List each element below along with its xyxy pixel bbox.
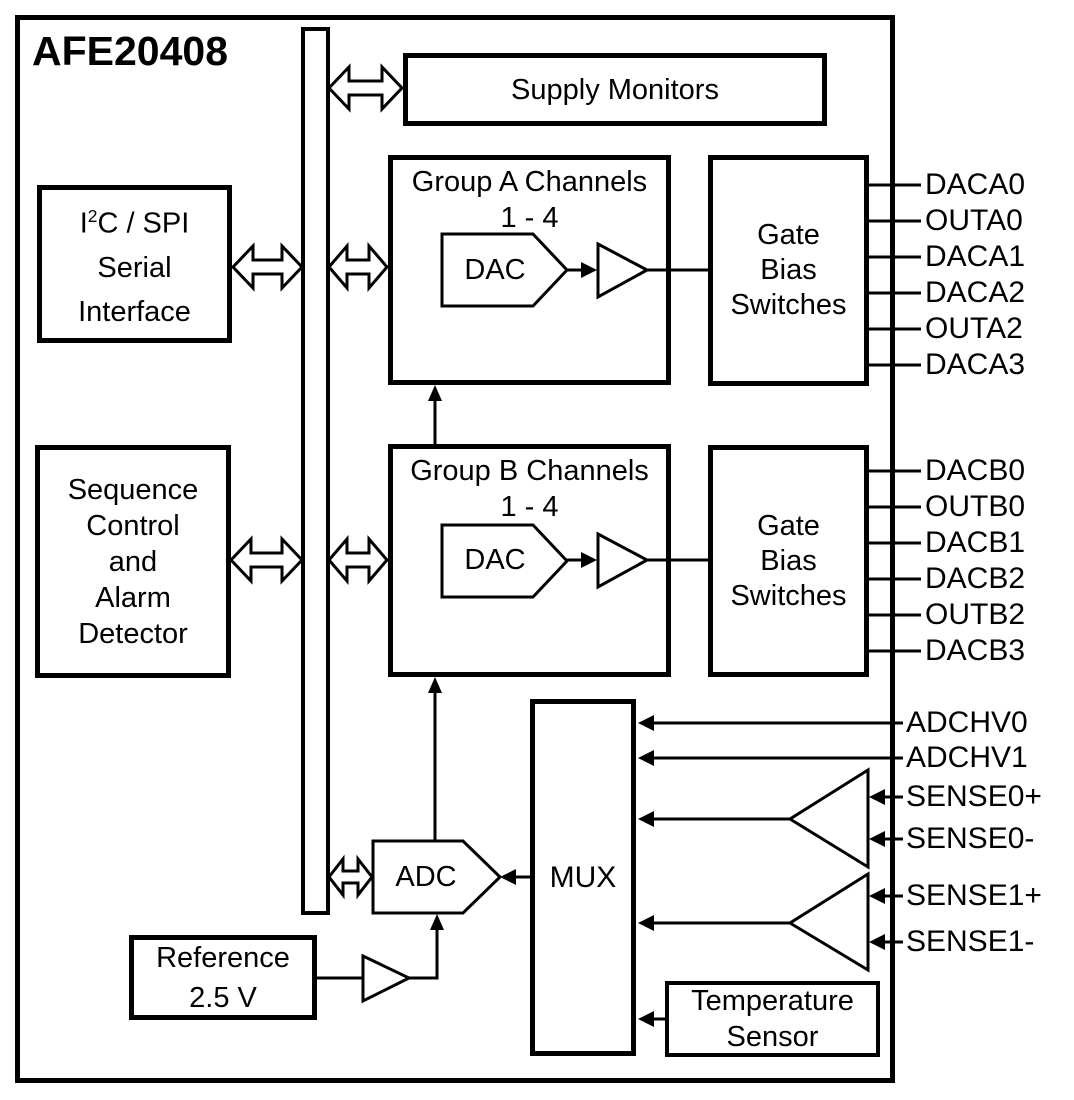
temperature-line2: Sensor (726, 1021, 819, 1053)
pin-label-daca1: DACA1 (925, 240, 1026, 273)
gate-bias-b-line1: Gate (757, 509, 820, 542)
pin-label-outb2: OUTB2 (925, 598, 1026, 631)
sequence-line1: Sequence (67, 473, 199, 506)
serial-interface-line1: I2C / SPI (79, 206, 190, 240)
pin-label-outa0: OUTA0 (925, 204, 1023, 237)
gate-bias-a-line3: Switches (730, 289, 847, 321)
dac-a-label: DAC (464, 254, 526, 286)
pin-label-daca2: DACA2 (925, 276, 1026, 309)
gate-bias-b-line2: Bias (760, 544, 817, 577)
chip-outline (15, 15, 895, 1083)
pin-label-daca3: DACA3 (925, 348, 1026, 381)
pin-label-adchv0: ADCHV0 (906, 706, 1028, 739)
group-a-range: 1 - 4 (500, 202, 559, 234)
reference-line1: Reference (156, 941, 290, 974)
block-gate-bias-a: Gate Bias Switches (708, 155, 869, 386)
block-reference: Reference 2.5 V (129, 935, 317, 1020)
sequence-line4: Alarm (95, 581, 171, 614)
pin-label-adchv1: ADCHV1 (906, 741, 1028, 774)
sequence-line5: Detector (78, 617, 188, 650)
pin-label-outa2: OUTA2 (925, 312, 1023, 345)
pin-label-sense1-minus: SENSE1- (906, 925, 1035, 958)
sequence-line2: Control (86, 509, 180, 542)
pin-label-daca0: DACA0 (925, 168, 1026, 201)
pin-label-sense0-plus: SENSE0+ (906, 780, 1042, 813)
pin-label-sense0-minus: SENSE0- (906, 822, 1035, 855)
block-supply-monitors: Supply Monitors (403, 53, 827, 126)
block-serial-interface: I2C / SPI Serial Interface (37, 185, 232, 343)
block-mux: MUX (530, 699, 636, 1056)
supply-monitors-label: Supply Monitors (511, 73, 719, 106)
pin-label-dacb2: DACB2 (925, 562, 1026, 595)
mux-label: MUX (549, 860, 617, 894)
group-b-range: 1 - 4 (500, 491, 559, 523)
pin-label-dacb3: DACB3 (925, 634, 1026, 667)
sequence-line3: and (108, 545, 158, 578)
serial-interface-line3: Interface (78, 295, 191, 328)
pin-label-sense1-plus: SENSE1+ (906, 879, 1042, 912)
pin-label-dacb0: DACB0 (925, 454, 1026, 487)
block-gate-bias-b: Gate Bias Switches (708, 445, 869, 677)
pin-label-dacb1: DACB1 (925, 526, 1026, 559)
serial-interface-line2: Serial (97, 251, 172, 284)
pin-label-outb0: OUTB0 (925, 490, 1026, 523)
temperature-line1: Temperature (691, 985, 854, 1017)
gate-bias-a-line1: Gate (757, 219, 820, 251)
block-sequence-control: Sequence Control and Alarm Detector (35, 445, 231, 678)
group-b-title: Group B Channels (410, 455, 649, 487)
group-a-title: Group A Channels (411, 166, 648, 198)
adc-label: ADC (395, 861, 457, 893)
chip-title: AFE20408 (32, 28, 229, 74)
block-temperature-sensor: Temperature Sensor (665, 981, 880, 1057)
gate-bias-a-line2: Bias (760, 254, 817, 286)
dac-b-label: DAC (464, 544, 526, 576)
gate-bias-b-line3: Switches (730, 579, 847, 612)
reference-line2: 2.5 V (189, 981, 257, 1014)
